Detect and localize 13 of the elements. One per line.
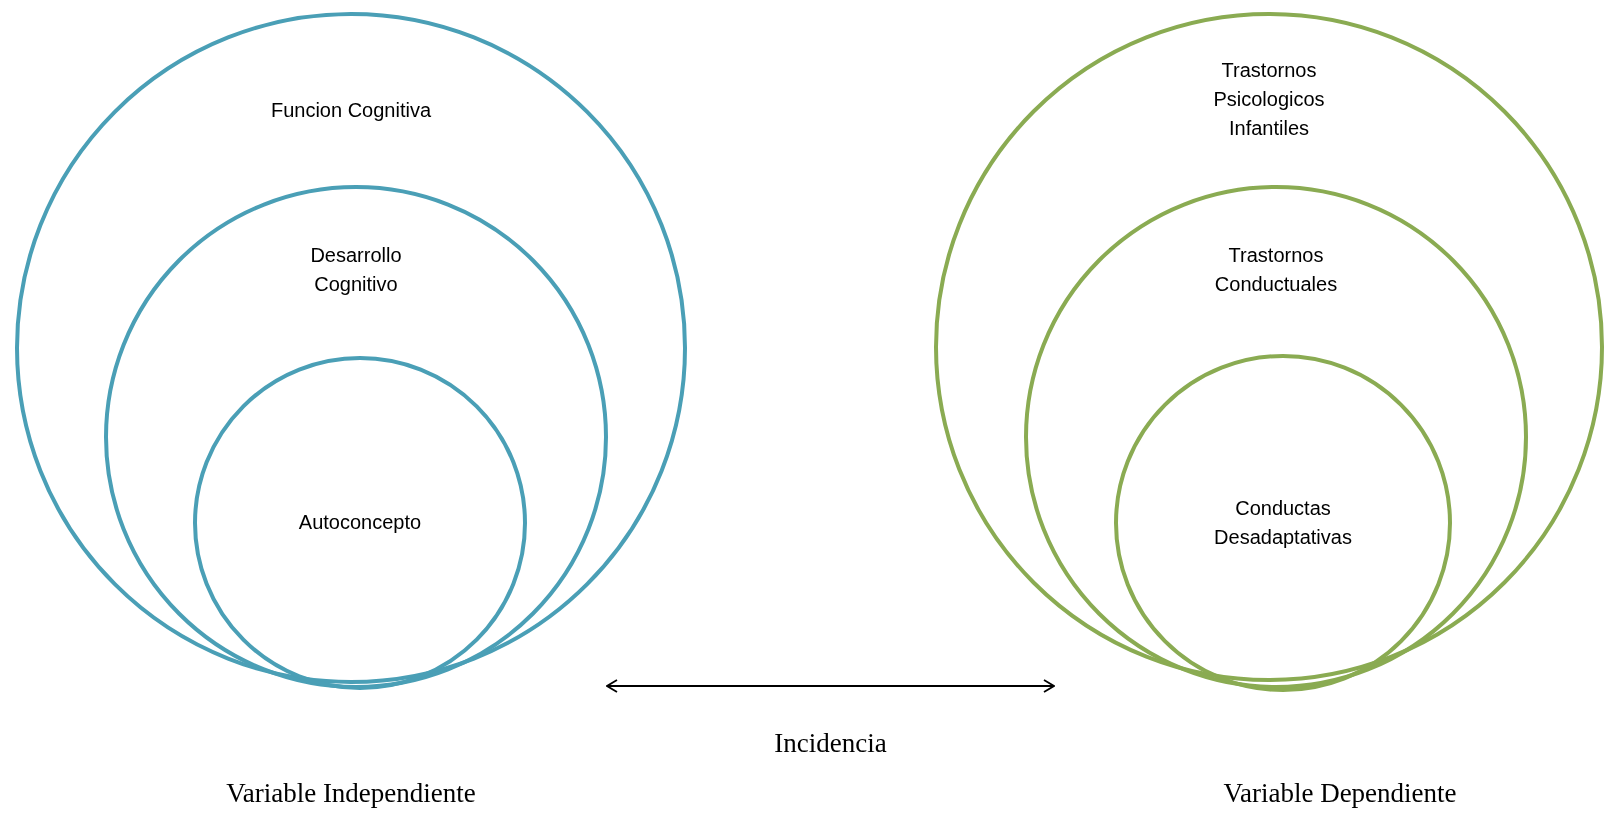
circle bbox=[193, 356, 527, 690]
circle-label: Conductas Desadaptativas bbox=[1213, 496, 1353, 550]
circle-label: Trastornos Psicologicos Infantiles bbox=[1212, 58, 1326, 141]
node-label: Variable Dependiente bbox=[1223, 777, 1457, 809]
circle bbox=[1024, 185, 1528, 689]
circle-label: Funcion Cognitiva bbox=[269, 98, 433, 123]
double-arrow bbox=[606, 679, 1055, 693]
circle bbox=[1114, 354, 1452, 692]
circle bbox=[104, 185, 608, 689]
circle-label: Trastornos Conductuales bbox=[1213, 243, 1339, 297]
node-label: Variable Independiente bbox=[226, 777, 476, 809]
circle-label: Desarrollo Cognitivo bbox=[309, 243, 403, 297]
circle-label: Autoconcepto bbox=[297, 510, 423, 535]
